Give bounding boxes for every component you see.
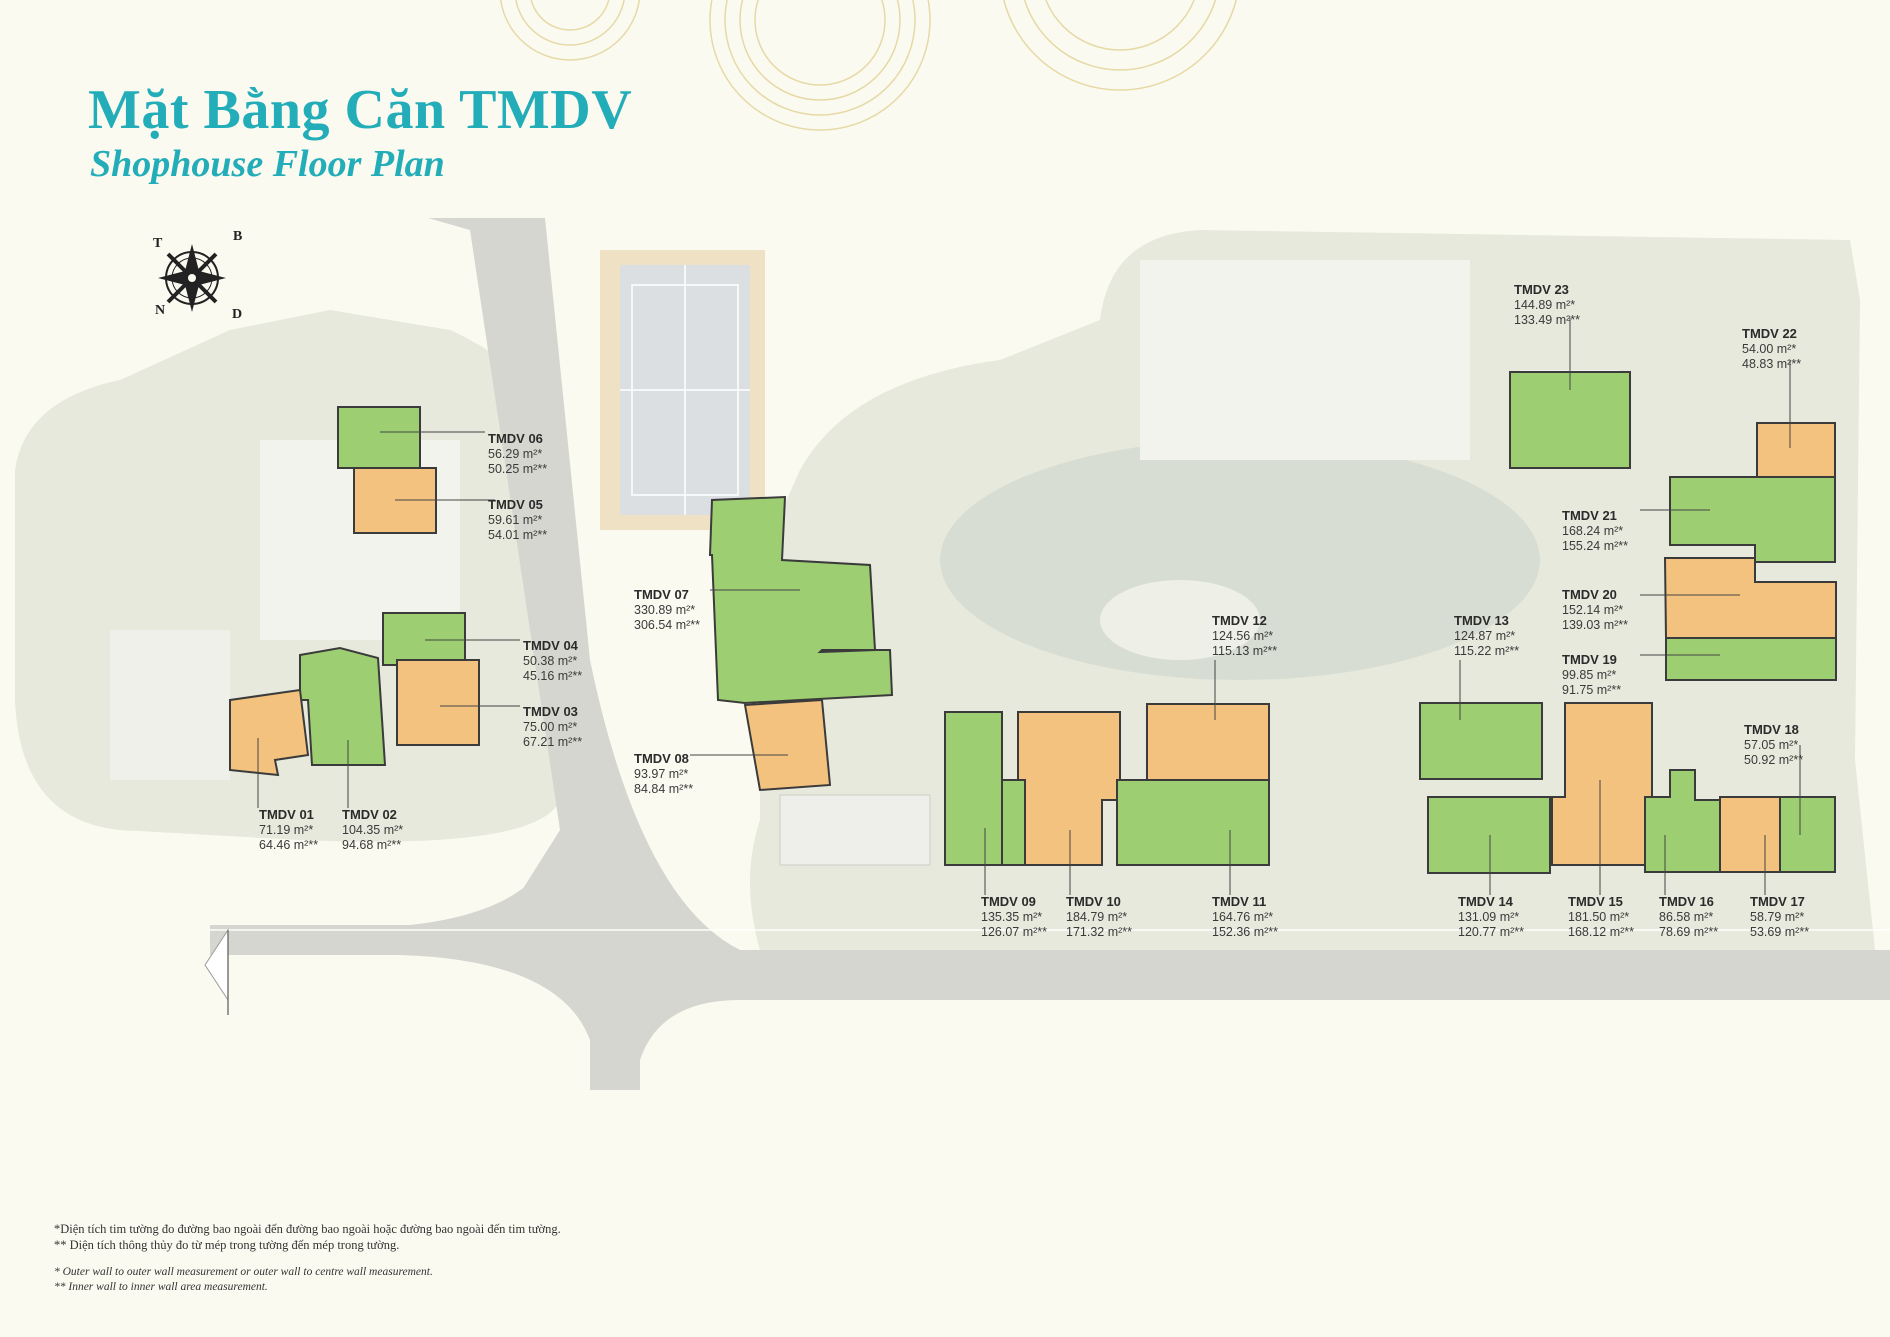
unit-tmdv-19	[1665, 637, 1837, 681]
unit-tmdv-15	[1551, 702, 1653, 866]
unit-tmdv-03	[396, 659, 480, 746]
footnote-en-2: ** Inner wall to inner wall area measure…	[54, 1281, 268, 1293]
unit-tmdv-02	[299, 646, 387, 766]
footnotes-english: * Outer wall to outer wall measurement o…	[54, 1265, 433, 1295]
unit-tmdv-08	[743, 698, 832, 792]
page-title: Mặt Bằng Căn TMDV	[88, 79, 633, 141]
compass-label-right: D	[232, 307, 243, 322]
plaza	[779, 794, 931, 866]
unit-tmdv-16	[1644, 769, 1721, 873]
unit-tmdv-07	[708, 495, 894, 705]
unit-tmdv-12	[1146, 703, 1270, 781]
compass-icon	[158, 244, 226, 312]
page-subtitle: Shophouse Floor Plan	[90, 143, 445, 185]
unit-tmdv-10	[1017, 711, 1121, 866]
unit-tmdv-11	[1116, 779, 1270, 866]
decorative-arcs	[499, 0, 1237, 131]
compass-label-bottom: N	[155, 303, 166, 318]
leader-lines	[257, 318, 1801, 895]
unit-tmdv-18	[1719, 796, 1781, 873]
unit-tmdv-22	[1756, 422, 1836, 478]
unit-tmdv-13	[1419, 702, 1543, 780]
compass-label-top: B	[233, 229, 243, 244]
footnote-vi-1: *Diện tích tim tường đo đường bao ngoài …	[54, 1222, 561, 1236]
tennis-court	[600, 250, 765, 530]
units	[229, 371, 1837, 874]
unit-tmdv-01	[229, 688, 310, 777]
footnotes-vietnamese: *Diện tích tim tường đo đường bao ngoài …	[54, 1221, 561, 1253]
unit-tmdv-17	[1779, 796, 1836, 873]
unit-tmdv-04	[382, 612, 466, 666]
unit-tmdv-06	[337, 406, 421, 469]
unit-tmdv-09	[944, 711, 1003, 866]
compass-label-left: T	[153, 236, 163, 251]
footnote-en-1: * Outer wall to outer wall measurement o…	[54, 1266, 433, 1278]
unit-tmdv-14	[1427, 796, 1551, 874]
footnote-vi-2: ** Diện tích thông thủy đo từ mép trong …	[54, 1238, 400, 1252]
unit-tmdv-09b	[1001, 779, 1026, 866]
